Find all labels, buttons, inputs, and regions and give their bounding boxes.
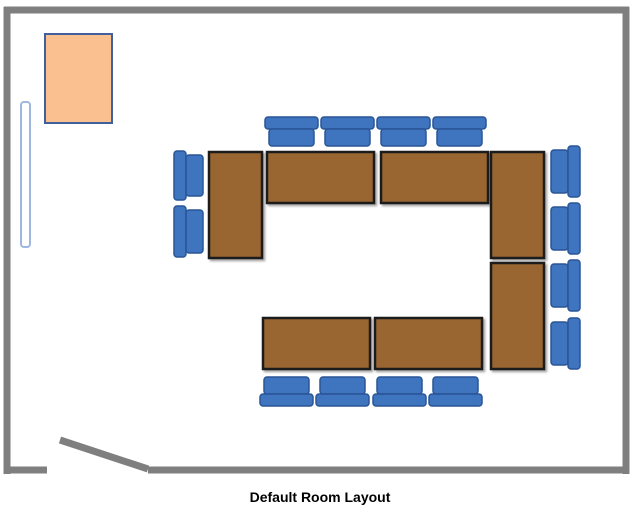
chair-right-1 bbox=[550, 145, 581, 198]
chair-right-4 bbox=[550, 317, 581, 370]
chair-left-1 bbox=[173, 150, 204, 201]
cabinet bbox=[44, 33, 113, 124]
chair-bottom-1 bbox=[259, 376, 314, 407]
chair-right-3 bbox=[550, 259, 581, 312]
room-layout-diagram bbox=[3, 6, 630, 474]
diagram-caption: Default Room Layout bbox=[249, 489, 391, 505]
door bbox=[58, 436, 150, 473]
room-walls bbox=[3, 6, 630, 474]
chair-left-2 bbox=[173, 205, 204, 258]
chair-top-3 bbox=[376, 116, 431, 147]
table-bottom-2 bbox=[373, 316, 484, 371]
table-top-1 bbox=[265, 150, 376, 205]
chairs-top-row bbox=[264, 116, 487, 147]
chair-right-2 bbox=[550, 202, 581, 255]
whiteboard bbox=[20, 101, 31, 248]
chair-bottom-2 bbox=[315, 376, 370, 407]
table-right-1 bbox=[489, 150, 546, 260]
chair-bottom-4 bbox=[428, 376, 483, 407]
table-bottom-1 bbox=[261, 316, 372, 371]
chair-top-2 bbox=[320, 116, 375, 147]
table-right-2 bbox=[489, 261, 546, 371]
chairs-right-column bbox=[550, 145, 581, 370]
chair-top-1 bbox=[264, 116, 319, 147]
chair-bottom-3 bbox=[372, 376, 427, 407]
chairs-bottom-row bbox=[259, 376, 483, 407]
tables-group bbox=[207, 150, 546, 371]
chairs-left-column bbox=[173, 150, 204, 258]
chair-top-4 bbox=[432, 116, 487, 147]
table-left bbox=[207, 150, 264, 260]
table-top-2 bbox=[379, 150, 490, 205]
